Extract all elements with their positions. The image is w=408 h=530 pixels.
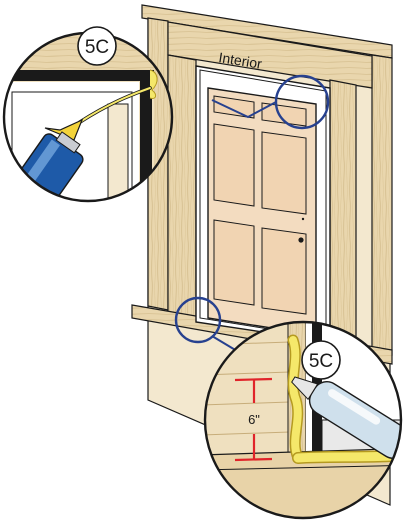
step-badge-top-label: 5C [85,37,109,58]
step-badge-bottom-label: 5C [309,351,333,372]
dimension-label: 6" [248,412,260,427]
door [208,88,316,335]
